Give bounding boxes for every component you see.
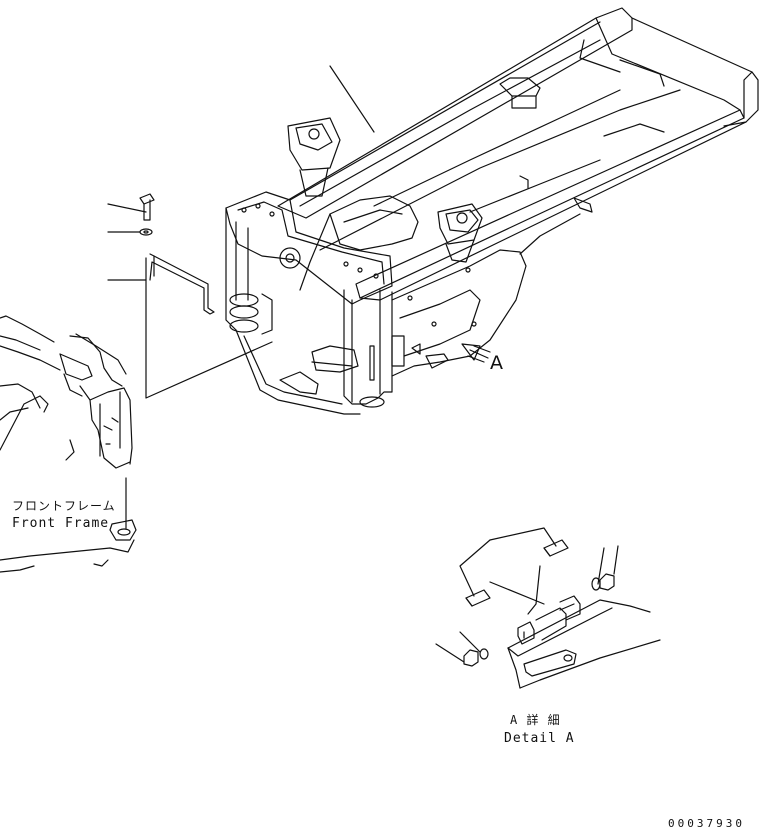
rear-frame xyxy=(225,7,759,415)
front-frame xyxy=(0,315,137,573)
drawing-number: 00037930 xyxy=(668,817,745,830)
hardware-parts xyxy=(139,193,215,315)
detail-a-label-jp: A 詳 細 xyxy=(510,713,561,727)
callout-a-label: A xyxy=(490,352,503,374)
detail-a-drawing xyxy=(435,527,661,689)
front-frame-label-jp: フロントフレーム xyxy=(12,499,116,513)
detail-a-label-en: Detail A xyxy=(504,731,575,746)
leader-lines xyxy=(107,65,375,529)
view-a-arrow xyxy=(461,343,491,363)
front-frame-label-en: Front Frame xyxy=(12,516,110,531)
